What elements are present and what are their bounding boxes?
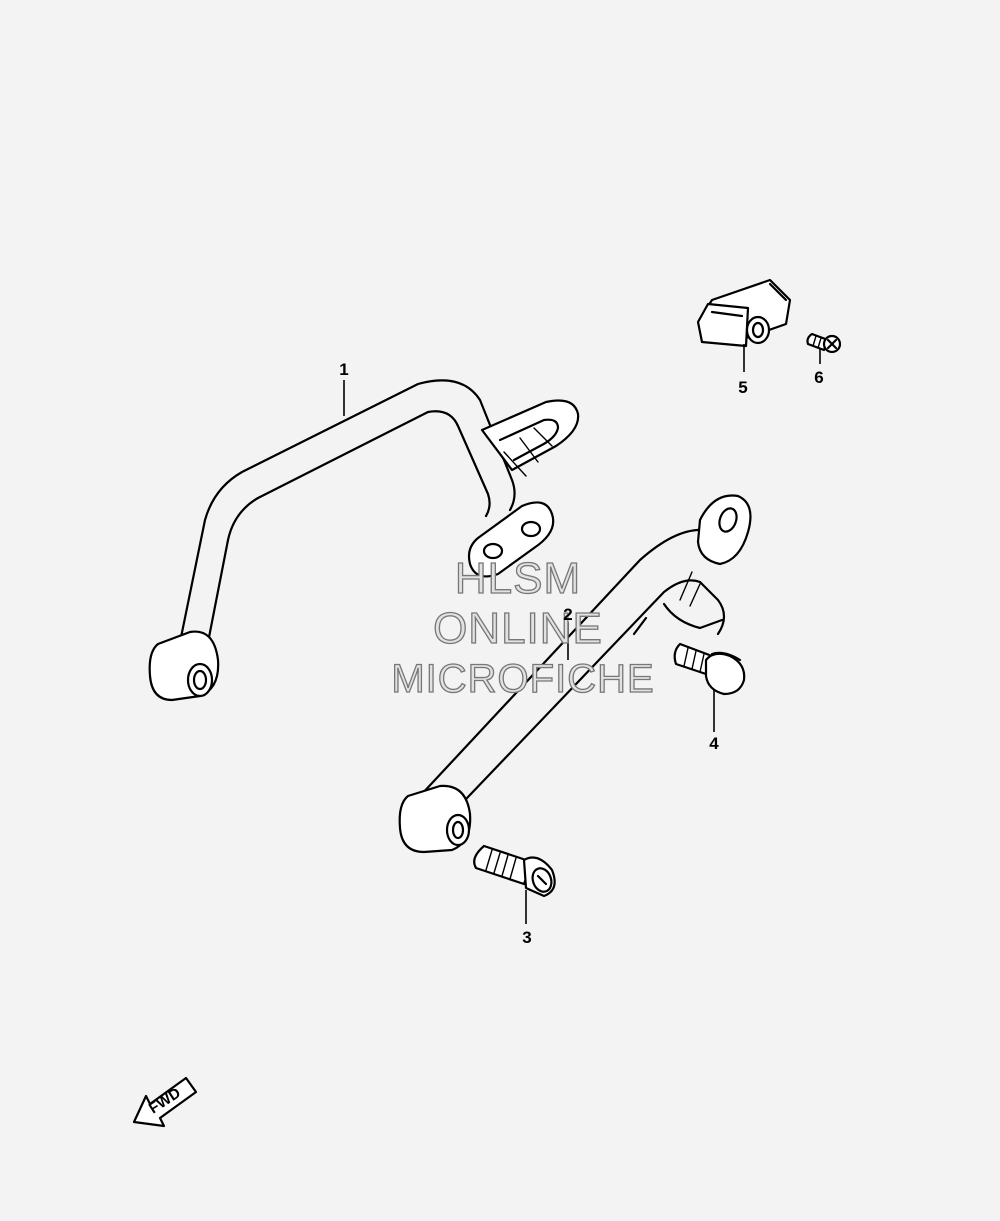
callout-6[interactable]: 6 [814, 368, 823, 387]
fwd-arrow-icon: FWD [132, 1076, 198, 1128]
part-1-bracket[interactable] [148, 379, 580, 702]
part-6-screw[interactable] [806, 332, 842, 354]
callout-2[interactable]: 2 [563, 605, 572, 624]
part-3-bolt[interactable] [473, 844, 556, 898]
callout-1[interactable]: 1 [339, 360, 348, 379]
watermark-line-1: HLSM [455, 554, 581, 603]
part-5-clamp[interactable] [696, 278, 792, 348]
watermark-line-3: MICROFICHE [391, 657, 654, 701]
callout-5[interactable]: 5 [738, 378, 747, 397]
callout-4[interactable]: 4 [709, 734, 719, 753]
callout-3[interactable]: 3 [522, 928, 531, 947]
part-2-bracket[interactable] [398, 494, 752, 854]
watermark-line-2: ONLINE [433, 604, 603, 653]
part-4-bolt[interactable] [673, 642, 746, 696]
